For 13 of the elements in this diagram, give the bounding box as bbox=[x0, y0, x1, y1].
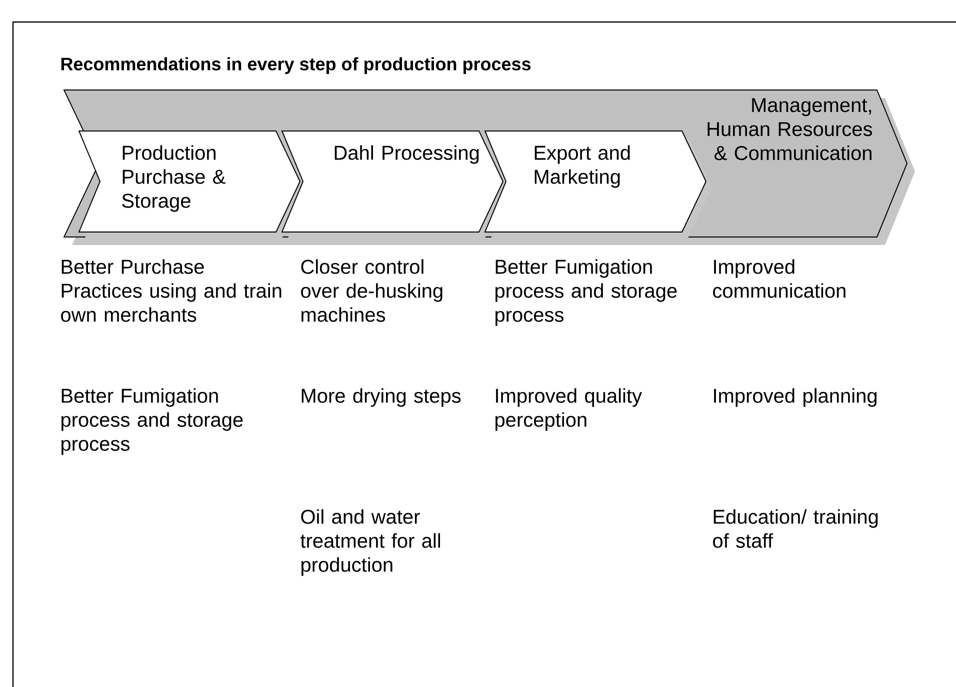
recommendation-text: Closer control over de-husking machines bbox=[301, 259, 442, 322]
recommendation-text: Improved planning bbox=[714, 388, 877, 407]
recommendation-text: Oil and water treatment for all production bbox=[300, 509, 440, 576]
recommendation-text: Better Fumigation process and storage process bbox=[496, 259, 677, 326]
recommendation-text: Improved communication bbox=[713, 259, 846, 298]
recommendation-text: Improved quality perception bbox=[496, 388, 642, 431]
recommendation-text: More drying steps bbox=[302, 388, 461, 407]
recommendation-text: Better Purchase Practices using and train own merchants bbox=[61, 259, 282, 322]
recommendation-text: Education/ training of staff bbox=[713, 509, 878, 548]
chevron-step: Dahl Processing bbox=[281, 130, 509, 238]
title: Recommendations in every step of production process bbox=[61, 57, 531, 74]
chevron-step: Production Purchase & Storage bbox=[78, 130, 306, 238]
recommendation-text: Better Fumigation process and storage process bbox=[62, 388, 243, 455]
